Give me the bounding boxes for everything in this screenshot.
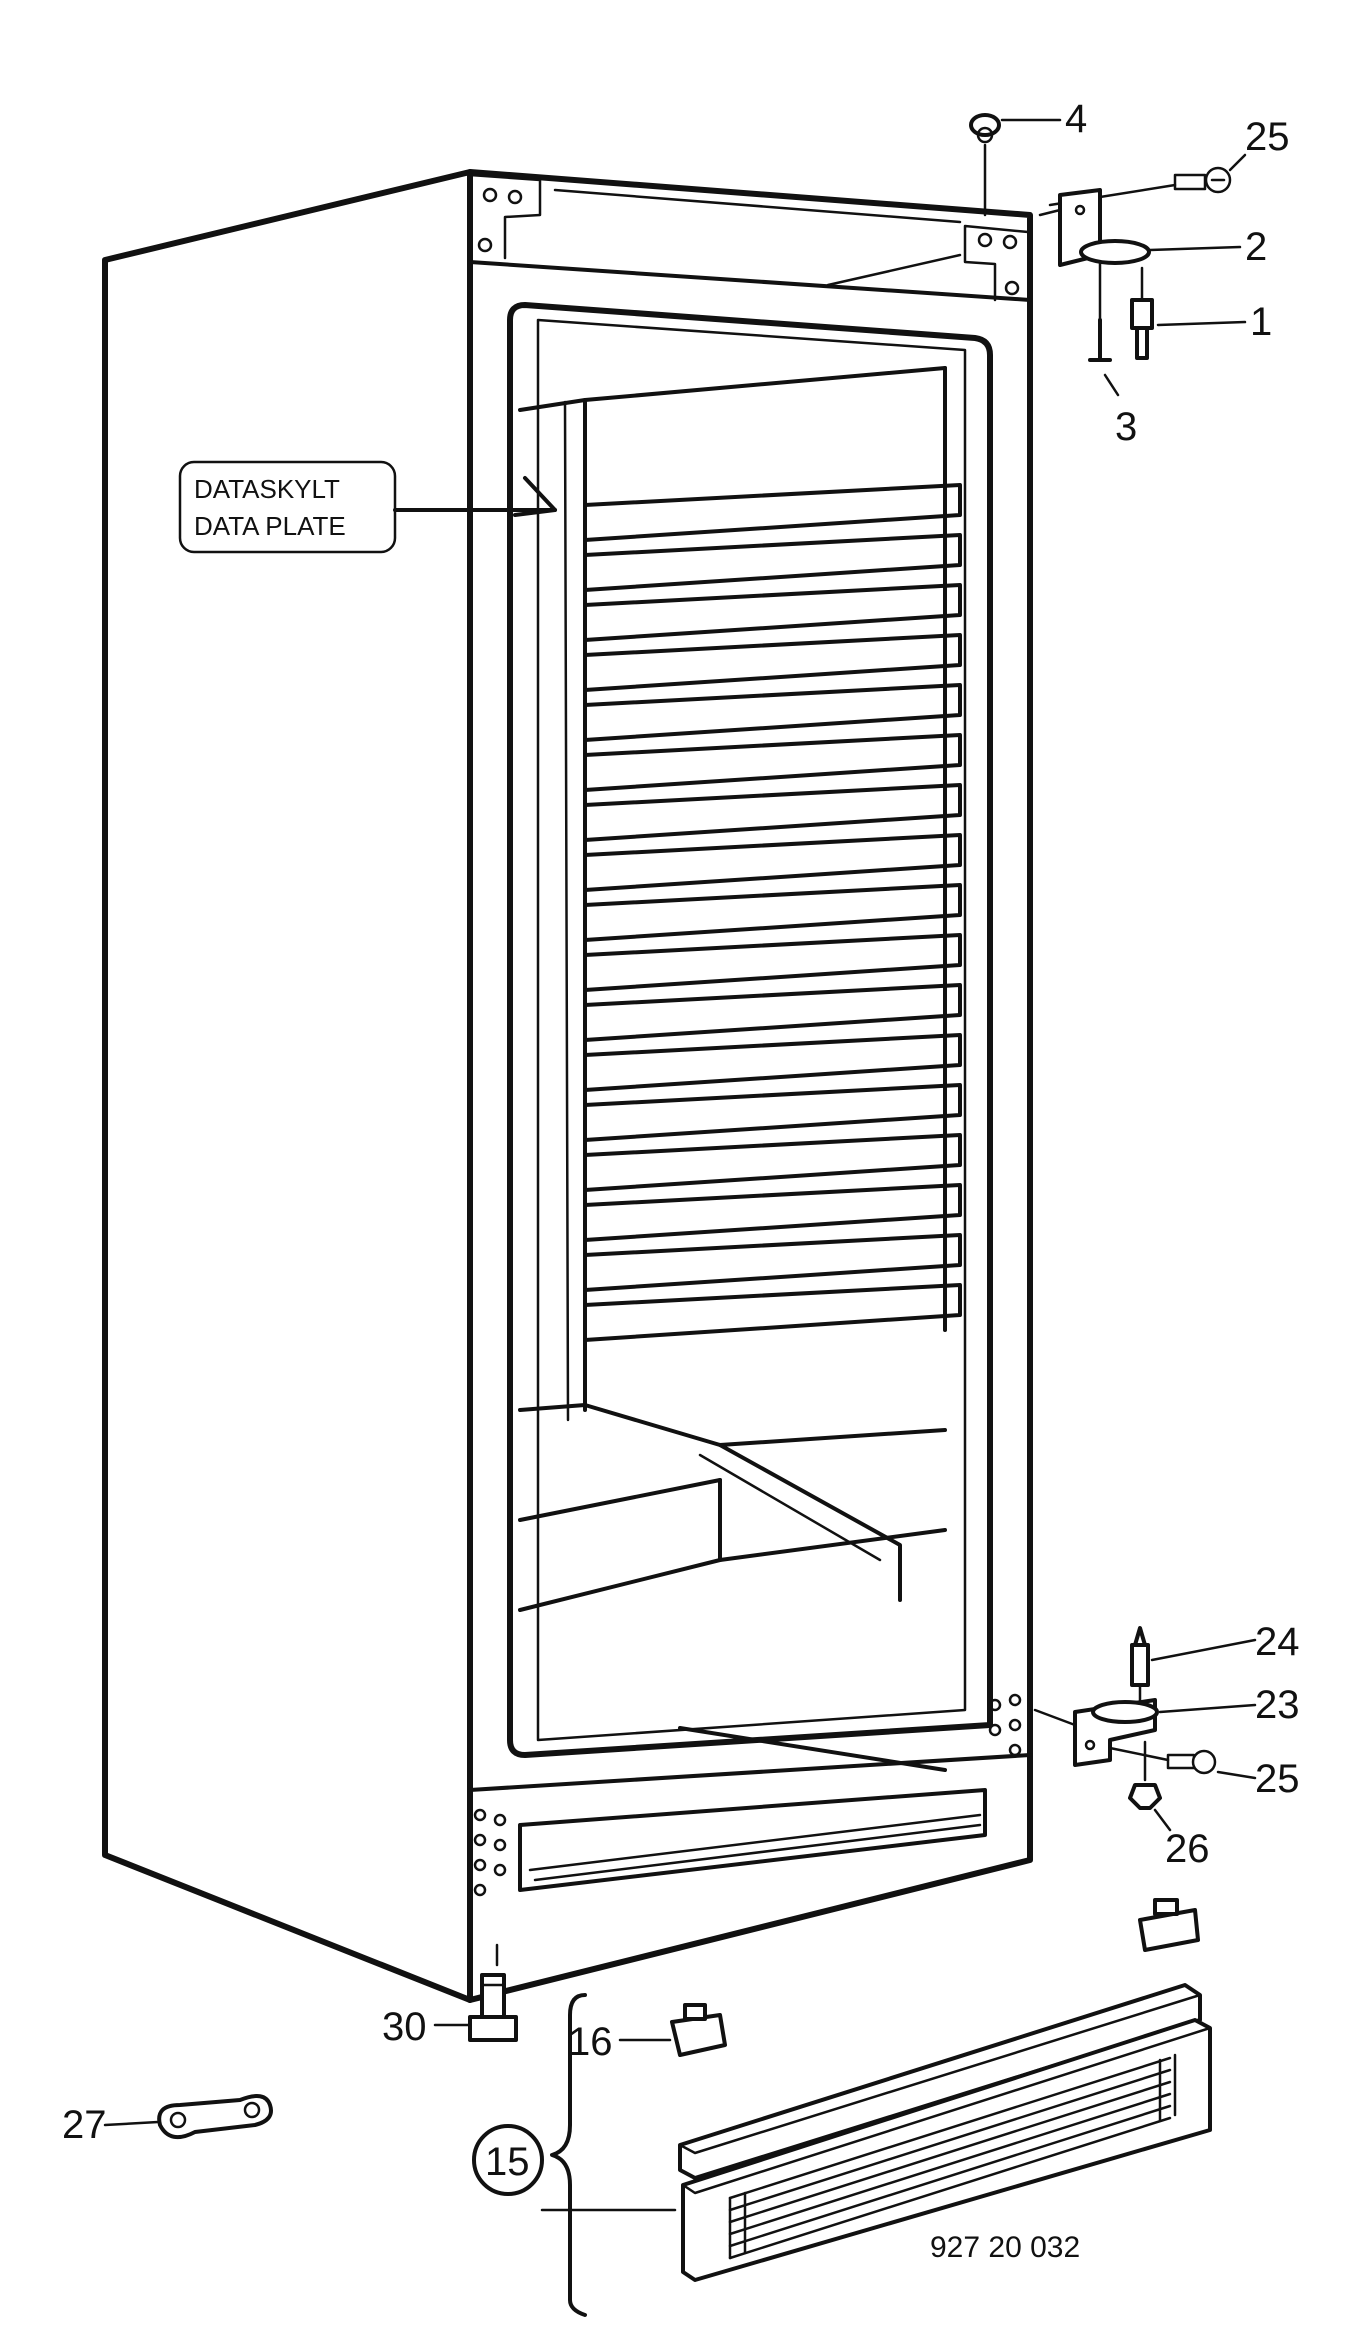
cabinet-body [102, 169, 1033, 2003]
bottom-recess-line [528, 1813, 982, 1872]
liner-side-inner [563, 400, 570, 1422]
bolt-hole [1008, 1718, 1022, 1732]
leader-3 [1103, 373, 1120, 397]
assembly-circle-15 [472, 2124, 544, 2196]
label-part-26: 26 [1165, 1827, 1210, 1871]
top-right-bracket [963, 224, 1030, 302]
lower-floor-back [518, 1403, 947, 1447]
hinge-pin-part-24 [1130, 1643, 1150, 1687]
top-rail-pointer [826, 253, 962, 287]
hinge-cap-part-4 [969, 113, 1001, 137]
hinge-pin-part-1 [1130, 298, 1154, 330]
leader-2 [1148, 245, 1242, 252]
foot-and-tools [103, 1943, 518, 2140]
screw-part-25-bottom [1166, 1753, 1196, 1770]
screw-part-25-bottom-head [1191, 1749, 1217, 1775]
label-part-1: 1 [1250, 300, 1272, 344]
label-part-24: 24 [1255, 1620, 1300, 1664]
bolt-hole [977, 232, 993, 248]
leader-26 [1153, 1808, 1172, 1832]
leader-25-bottom [1216, 1770, 1257, 1780]
hinge-cap-part-4-stem [976, 126, 994, 144]
top-hinge-assembly [969, 113, 1247, 397]
door-opening [507, 302, 993, 1758]
bolt-hole [1004, 280, 1020, 296]
bolt-hole [1008, 1693, 1022, 1707]
top-rail [468, 260, 1032, 302]
bolt-hole [473, 1883, 487, 1897]
lower-floor-front [518, 1478, 722, 1522]
grille-top-bar [678, 1983, 1202, 2180]
data-plate-box [178, 460, 397, 554]
nut-part-26 [1128, 1783, 1162, 1810]
bolt-hole [1008, 1743, 1022, 1757]
crisper-rail [718, 1443, 902, 1602]
inner-liner-edge [536, 318, 967, 1742]
leader-24 [1150, 1638, 1257, 1662]
label-part-3: 3 [1115, 405, 1137, 449]
bolt-hole [477, 237, 493, 253]
label-part-16: 16 [568, 2020, 613, 2064]
bolt-hole [473, 1858, 487, 1872]
label-part-23: 23 [1255, 1683, 1300, 1727]
leader-27 [103, 2120, 160, 2127]
cabinet-front-frame [467, 169, 1033, 2003]
bottom-recess [518, 1788, 987, 1892]
grille-assembly [472, 1898, 1212, 2317]
bolt-hole [988, 1723, 1002, 1737]
label-part-30: 30 [382, 2005, 427, 2049]
grille-brace [550, 1993, 587, 2317]
top-left-bracket [468, 173, 542, 260]
bolt-hole [493, 1813, 507, 1827]
axis-25-bottom [1108, 1746, 1170, 1762]
leader-1 [1156, 320, 1247, 327]
lower-box-bottom [518, 1558, 722, 1612]
shelf-ribs [583, 483, 962, 1342]
grille-body [681, 2018, 1212, 2282]
top-rail-detail [553, 188, 962, 224]
cabinet-side-panel [102, 169, 473, 2003]
data-plate-callout: DATASKYLT DATA PLATE [178, 460, 557, 554]
bolt-hole [493, 1838, 507, 1852]
bolt-hole [473, 1808, 487, 1822]
drawing-code: 927 20 032 [930, 2231, 1080, 2264]
grille-slats [728, 2053, 1177, 2260]
bottom-hinge-assembly [1033, 1626, 1257, 1832]
bottom-recess-line [533, 1823, 982, 1882]
data-plate-line-1: DATASKYLT [194, 474, 340, 504]
bolt-hole [988, 1698, 1002, 1712]
part-labels: 4 25 2 1 3 24 23 25 26 30 16 27 15 927 2… [62, 97, 1300, 2264]
bolt-hole [507, 189, 523, 205]
leveling-foot-part-30 [480, 1973, 506, 2019]
label-part-4: 4 [1065, 97, 1087, 141]
leader-23 [1158, 1703, 1257, 1714]
bottom-rail-top [468, 1753, 1032, 1792]
bolt-hole [482, 187, 498, 203]
data-plate-arrow [513, 476, 557, 517]
leader-25-top [1228, 153, 1247, 172]
bottom-recess-lid [678, 1726, 947, 1772]
screw-part-25-top [1173, 173, 1207, 191]
wrench-part-27 [157, 2094, 273, 2140]
label-part-27: 27 [62, 2103, 107, 2147]
label-part-2: 2 [1245, 225, 1267, 269]
label-part-15: 15 [485, 2140, 530, 2184]
bolt-hole [493, 1863, 507, 1877]
hinge-plate-part-2 [1079, 239, 1151, 265]
label-part-25-bottom: 25 [1255, 1757, 1300, 1801]
data-plate-line-2: DATA PLATE [194, 511, 346, 541]
label-part-25-top: 25 [1245, 115, 1290, 159]
bolt-hole [473, 1833, 487, 1847]
bolt-hole [1002, 234, 1018, 250]
